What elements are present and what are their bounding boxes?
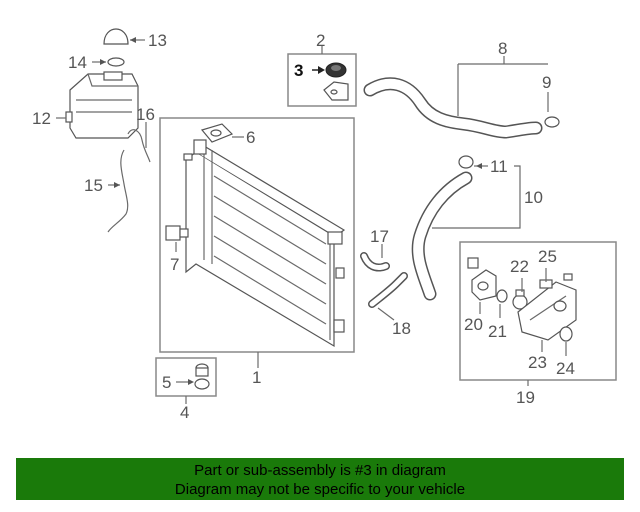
callout-15: 15 — [84, 176, 103, 195]
callout-18: 18 — [392, 319, 411, 338]
reservoir-tank-part — [56, 71, 139, 139]
callout-16: 16 — [136, 105, 155, 124]
callout-23: 23 — [528, 353, 547, 372]
overflow-hose-part — [127, 122, 151, 163]
callout-1: 1 — [252, 368, 261, 387]
callout-21: 21 — [488, 322, 507, 341]
banner-line-disclaimer: Diagram may not be specific to your vehi… — [174, 481, 466, 498]
heater-hose-part — [368, 272, 408, 321]
gasket-part — [200, 123, 244, 143]
mount-insulator-part — [312, 62, 347, 78]
info-banner: Part or sub-assembly is #3 in diagram Di… — [16, 458, 624, 500]
thermostat-assembly-part — [467, 257, 577, 356]
hose-clamp-lower-part — [458, 155, 488, 169]
mount-bracket-part — [323, 81, 349, 101]
callout-11: 11 — [490, 157, 508, 176]
drain-plug-part — [165, 225, 189, 252]
lower-hose-part — [411, 165, 521, 301]
callout-10: 10 — [524, 188, 543, 207]
callout-19: 19 — [516, 388, 535, 407]
callout-7: 7 — [170, 255, 179, 274]
thermostat-assembly-box — [459, 241, 617, 381]
radiator-part — [183, 139, 346, 348]
lower-insulator-part — [176, 363, 210, 390]
callout-24: 24 — [556, 359, 575, 378]
washer-part — [92, 57, 125, 67]
reservoir-cap-part — [103, 28, 145, 45]
callout-2: 2 — [316, 31, 325, 50]
overflow-pipe-part — [107, 149, 129, 233]
callout-6: 6 — [246, 128, 255, 147]
upper-hose-part — [363, 56, 548, 139]
callout-9: 9 — [542, 73, 551, 92]
callout-14: 14 — [68, 53, 87, 72]
hose-clamp-upper-part — [544, 92, 560, 128]
callout-17: 17 — [370, 227, 389, 246]
parts-diagram: 13 14 12 16 15 2 3 6 7 1 5 4 8 9 11 10 1… — [32, 28, 617, 422]
bypass-hose-part — [360, 244, 390, 272]
callout-4: 4 — [180, 403, 189, 422]
callout-13: 13 — [148, 31, 167, 50]
callout-20: 20 — [464, 315, 483, 334]
callout-8: 8 — [498, 39, 507, 58]
callout-3: 3 — [294, 61, 303, 80]
callout-25: 25 — [538, 247, 557, 266]
banner-line-part-number: Part or sub-assembly is #3 in diagram — [194, 462, 446, 479]
callout-12: 12 — [32, 109, 51, 128]
radiator-box — [159, 117, 355, 353]
callout-5: 5 — [162, 373, 171, 392]
callout-22: 22 — [510, 257, 529, 276]
